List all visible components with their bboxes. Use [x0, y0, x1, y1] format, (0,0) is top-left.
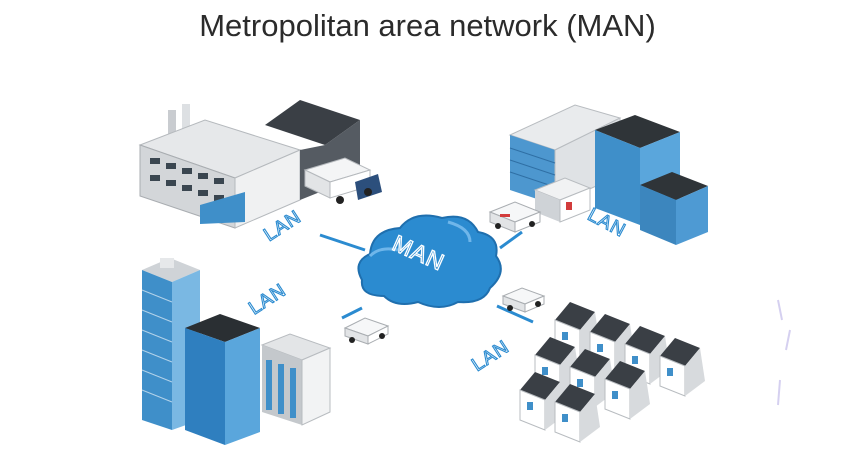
- car-icon: [501, 287, 546, 313]
- car-icon: [343, 317, 390, 345]
- link-line-houses: [496, 304, 534, 324]
- hospital-building: [508, 104, 708, 245]
- lan-label-office: LAN: [245, 280, 290, 319]
- link-line-office: [341, 306, 363, 320]
- diagram-title: Metropolitan area network (MAN): [199, 8, 656, 43]
- office-buildings: [141, 258, 332, 445]
- link-line-hospital: [499, 230, 523, 250]
- link-line-factory: [319, 233, 366, 252]
- man-cloud: [357, 214, 502, 308]
- truck-icon: [303, 157, 382, 204]
- factory-building: [138, 100, 360, 229]
- ambulance-icon: [488, 201, 542, 233]
- lan-label-houses: LAN: [468, 337, 513, 376]
- edge-artifact: [777, 299, 791, 406]
- residential-houses: [519, 302, 705, 443]
